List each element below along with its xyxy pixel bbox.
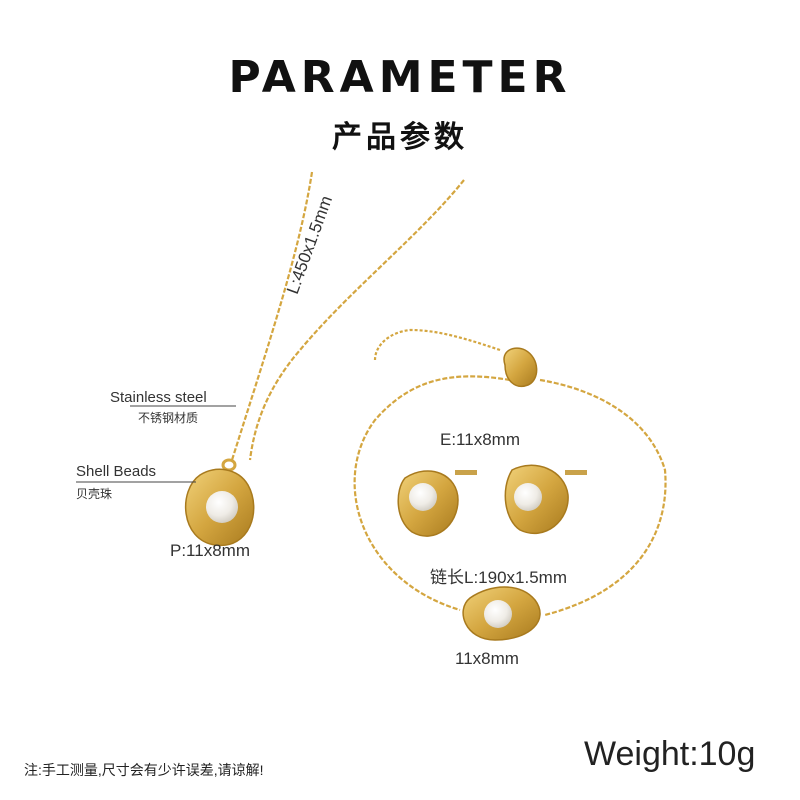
material-label-en: Stainless steel — [110, 389, 207, 406]
earring-right — [504, 464, 587, 535]
leader-lines — [76, 405, 236, 483]
necklace-pendant — [184, 458, 255, 547]
page-title: PARAMETER — [228, 52, 572, 103]
material-label-cn: 不锈钢材质 — [138, 411, 199, 425]
measurement-note: 注:手工测量,尺寸会有少许误差,请谅解! — [24, 762, 264, 778]
bracelet-clasp — [503, 347, 538, 387]
bead-label-cn: 贝壳珠 — [76, 487, 113, 501]
earring-left — [397, 470, 477, 537]
bracelet-chain — [353, 328, 667, 617]
bracelet-charm-size: 11x8mm — [455, 649, 519, 668]
bracelet-chain-length: 链长L:190x1.5mm — [430, 568, 567, 587]
bead-label-en: Shell Beads — [76, 463, 157, 480]
earring-size: E:11x8mm — [440, 430, 520, 449]
bracelet-charm — [462, 586, 541, 641]
necklace-chain — [230, 171, 465, 461]
pendant-size: P:11x8mm — [170, 541, 250, 560]
page-subtitle: 产品参数 — [332, 120, 468, 155]
weight-label: Weight:10g — [584, 735, 756, 773]
